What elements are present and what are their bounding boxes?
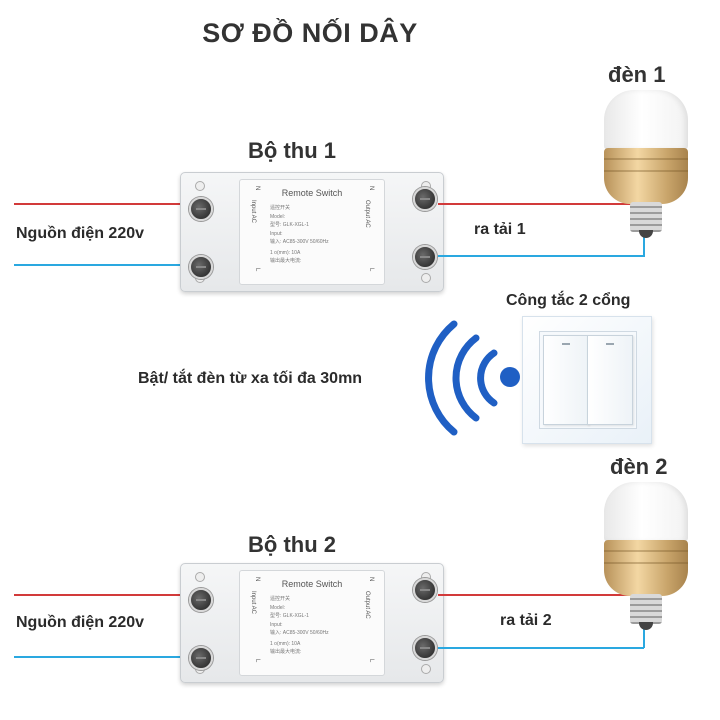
module-spec-line: Model:	[270, 605, 286, 611]
receiver-1-output-label: ra tải 1	[474, 221, 526, 238]
module-output-tag: Output AC	[364, 200, 370, 228]
lamp-1-bulb-icon	[600, 90, 700, 260]
receiver-1-input-neutral-wire	[14, 264, 192, 266]
two-gang-wall-switch	[522, 316, 652, 444]
module-spec-line: 输入: AC85-300V 50/60Hz	[270, 630, 329, 636]
module-spec-line: Input:	[270, 231, 283, 237]
module-output-tag: Output AC	[364, 591, 370, 619]
receiver-2-output-label: ra tải 2	[500, 612, 552, 629]
receiver-1-output-live-wire	[438, 203, 644, 205]
module-n-tag: N	[368, 577, 374, 582]
module-spec-line: 输入: AC85-300V 50/60Hz	[270, 239, 329, 245]
lamp-1-label: đèn 1	[608, 62, 666, 87]
module-spec-line: Input:	[270, 622, 283, 628]
module-n-tag: N	[368, 186, 374, 191]
module-spec-line: 型号: GLK-XGL-1	[270, 613, 309, 619]
module-spec-line: 输出最大电流:	[270, 258, 302, 264]
terminal-screw-icon	[189, 646, 213, 670]
receiver-2-input-label: Nguồn điện 220v	[16, 614, 145, 631]
module-input-tag: Input AC	[250, 200, 256, 224]
terminal-screw-icon	[189, 588, 213, 612]
module-spec-line: 输出最大电流:	[270, 649, 302, 655]
mount-hole	[195, 572, 205, 582]
mount-hole	[195, 181, 205, 191]
receiver-1-heading: Bộ thu 1	[248, 138, 336, 163]
terminal-screw-icon	[413, 245, 437, 269]
diagram-title: SƠ ĐỒ NỐI DÂY	[202, 18, 418, 48]
module-input-tag: Input AC	[250, 591, 256, 615]
receiver-2-input-neutral-wire	[14, 656, 192, 658]
module-spec-line: Model:	[270, 214, 286, 220]
module-l-tag: L	[368, 268, 374, 272]
terminal-screw-icon	[189, 197, 213, 221]
terminal-screw-icon	[189, 255, 213, 279]
receiver-2-module: Remote Switch 遥控开关 Model: 型号: GLK-XGL-1 …	[180, 563, 444, 683]
module-n-tag: N	[254, 577, 260, 582]
module-l-tag: L	[254, 659, 260, 663]
receiver-2-input-live-wire	[14, 594, 192, 596]
module-label-panel: Remote Switch 遥控开关 Model: 型号: GLK-XGL-1 …	[239, 179, 385, 285]
wireless-signal-icon	[425, 320, 498, 436]
terminal-screw-icon	[413, 187, 437, 211]
switch-rocker-1	[543, 335, 589, 425]
mount-hole	[421, 664, 431, 674]
module-title: Remote Switch	[281, 579, 343, 589]
module-n-tag: N	[254, 186, 260, 191]
module-spec-line: 遥控开关	[270, 205, 291, 211]
terminal-screw-icon	[413, 636, 437, 660]
lamp-2-bulb-icon	[600, 482, 700, 652]
receiver-1-output-neutral-wire	[438, 255, 644, 257]
receiver-2-output-live-wire	[438, 594, 644, 596]
switch-rocker-2	[587, 335, 633, 425]
receiver-2-heading: Bộ thu 2	[248, 532, 336, 557]
module-label-panel: Remote Switch 遥控开关 Model: 型号: GLK-XGL-1 …	[239, 570, 385, 676]
module-spec-line: 1 o(mm): 10A	[270, 641, 301, 647]
module-spec-line: 遥控开关	[270, 596, 291, 602]
module-spec-line: 型号: GLK-XGL-1	[270, 222, 309, 228]
receiver-1-module: Remote Switch 遥控开关 Model: 型号: GLK-XGL-1 …	[180, 172, 444, 292]
lamp-1-neutral-drop	[643, 232, 645, 257]
module-spec-line: 1 o(mm): 10A	[270, 250, 301, 256]
receiver-1-input-live-wire	[14, 203, 192, 205]
remote-range-label: Bật/ tắt đèn từ xa tối đa 30mn	[138, 370, 363, 387]
module-l-tag: L	[368, 659, 374, 663]
signal-source-dot	[500, 367, 520, 387]
terminal-screw-icon	[413, 578, 437, 602]
receiver-2-output-neutral-wire	[438, 647, 644, 649]
lamp-2-neutral-drop	[643, 624, 645, 648]
module-title: Remote Switch	[281, 188, 343, 198]
receiver-1-input-label: Nguồn điện 220v	[16, 225, 145, 242]
module-l-tag: L	[254, 268, 260, 272]
lamp-2-label: đèn 2	[610, 454, 668, 479]
remote-switch-label: Công tắc 2 cổng	[506, 292, 631, 309]
mount-hole	[421, 273, 431, 283]
